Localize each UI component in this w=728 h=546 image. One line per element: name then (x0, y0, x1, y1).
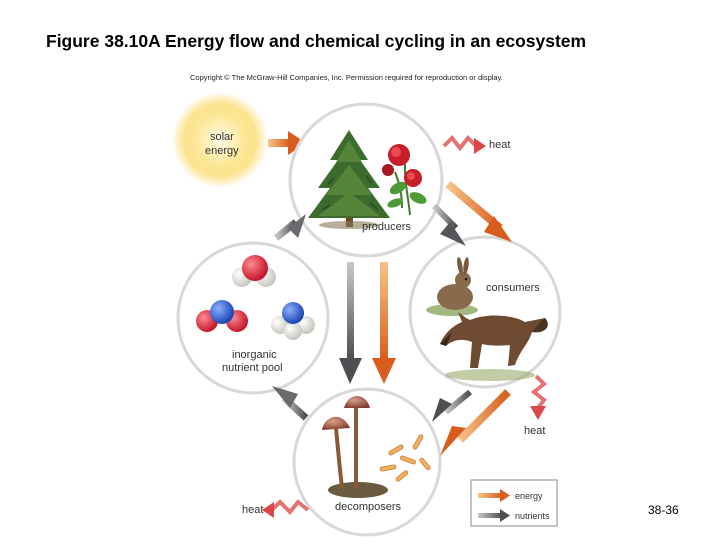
legend-energy-swatch (478, 489, 510, 502)
nutrient-pool-label-line1: inorganic (232, 349, 277, 361)
nutrient-arrow-decomposers-to-pool (272, 386, 309, 421)
legend-nutrients-swatch (478, 509, 510, 522)
heat-arrow-producers (442, 135, 486, 154)
copyright-notice: Copyright © The McGraw-Hill Companies, I… (190, 73, 503, 82)
energy-arrow-producers-to-consumers (445, 180, 512, 242)
nutrient-arrow-pool-to-producers (273, 214, 306, 241)
legend-nutrients-label: nutrients (515, 511, 550, 521)
energy-arrow-consumers-to-decomposers (440, 389, 511, 456)
heat-label-consumers: heat (524, 425, 545, 437)
nutrient-arrow-producers-to-decomposers (339, 262, 362, 384)
heat-arrow-decomposers (262, 499, 310, 518)
heat-label-producers: heat (489, 139, 510, 151)
tree-illustration (308, 130, 390, 229)
consumers-label: consumers (486, 282, 540, 294)
legend: energy nutrients (470, 479, 558, 527)
nutrient-arrow-consumers-to-decomposers (432, 389, 472, 422)
carbon-dioxide-molecule (196, 300, 248, 332)
sun (172, 92, 268, 188)
heat-arrow-consumers (530, 374, 547, 420)
energy-arrow-producers-to-decomposers (372, 262, 396, 384)
legend-energy-label: energy (515, 491, 543, 501)
nutrient-pool-label-line2: nutrient pool (222, 362, 283, 374)
producers-label: producers (362, 221, 411, 233)
solar-energy-label-line1: solar (210, 131, 234, 143)
fox-illustration (440, 312, 548, 381)
figure-title: Figure 38.10A Energy flow and chemical c… (46, 31, 587, 51)
decomposers-circle (292, 387, 442, 537)
rabbit-illustration (426, 257, 478, 316)
rose-illustration (382, 144, 427, 216)
slide-number: 38-36 (648, 503, 679, 517)
decomposers-label: decomposers (335, 501, 402, 513)
solar-energy-label-line2: energy (205, 145, 239, 157)
nutrient-arrow-producers-to-consumers (431, 203, 466, 246)
ammonia-molecule (271, 302, 315, 340)
heat-label-decomposers: heat (242, 504, 263, 516)
mushroom-illustration (322, 396, 388, 498)
solar-energy-arrow (268, 131, 306, 155)
nutrient-pool-circle (176, 241, 330, 395)
water-molecule (232, 255, 276, 287)
bacteria-illustration (379, 434, 431, 482)
